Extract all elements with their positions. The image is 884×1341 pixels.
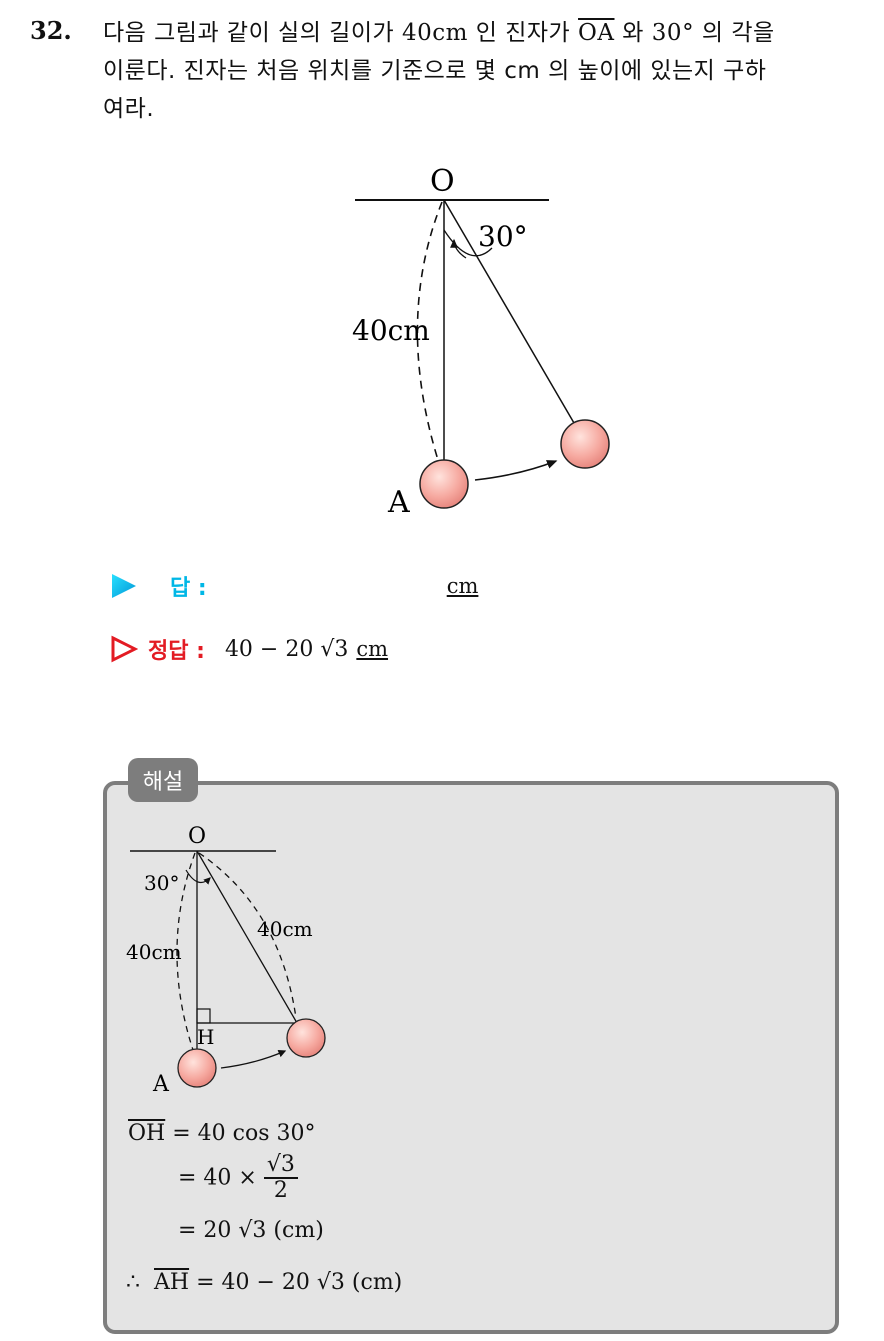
sol-swing-arrow bbox=[220, 1050, 287, 1069]
answer-unit: cm bbox=[446, 574, 479, 598]
sol-dashed-arc-left bbox=[176, 852, 196, 1051]
question-line-1-mid2: 와 bbox=[614, 20, 652, 46]
therefore-symbol: ∴ bbox=[126, 1270, 140, 1295]
question-line-1-mid: 인 진자가 bbox=[467, 20, 579, 46]
sqrt-three: √3 bbox=[320, 636, 349, 662]
fraction-numerator: √3 bbox=[263, 1152, 298, 1180]
segment-ah: AH bbox=[154, 1270, 190, 1295]
sol-string-swung bbox=[196, 850, 298, 1024]
question-line-1-start: 다음 그림과 같이 실의 길이가 bbox=[103, 20, 402, 46]
question-line-1: 다음 그림과 같이 실의 길이가 40cm 인 진자가 OA 와 30° 의 각… bbox=[103, 14, 863, 52]
outline-triangle-icon bbox=[111, 635, 138, 663]
solution-line-2-start: = 40 × bbox=[178, 1165, 264, 1191]
label-o: O bbox=[430, 164, 455, 199]
solution-box bbox=[103, 781, 839, 1334]
question-text: 다음 그림과 같이 실의 길이가 40cm 인 진자가 OA 와 30° 의 각… bbox=[103, 14, 863, 128]
correct-answer-value: 40 − 20 √3 bbox=[225, 637, 348, 662]
pendulum-bob-start bbox=[419, 459, 469, 509]
correct-answer-value-start: 40 − 20 bbox=[224, 636, 321, 662]
pendulum-figure: O 30° 40cm A bbox=[352, 164, 610, 520]
sol-label-h: H bbox=[197, 1025, 214, 1049]
solution-line-1: OH = 40 cos 30° bbox=[128, 1121, 316, 1146]
label-a: A bbox=[387, 485, 410, 520]
solution-line-4-rest: = 40 − 20 √3 (cm) bbox=[189, 1270, 403, 1295]
solution-line-4: ∴ AH = 40 − 20 √3 (cm) bbox=[126, 1270, 402, 1295]
correct-answer-row: 정답 : 40 − 20 √3 cm bbox=[110, 633, 388, 665]
length-label: 40cm bbox=[352, 314, 430, 347]
angle-arrow bbox=[450, 238, 467, 259]
string-length-value: 40cm bbox=[401, 20, 468, 46]
sol-angle-arc bbox=[185, 869, 211, 885]
question-line-1-end: 의 각을 bbox=[694, 20, 775, 46]
angle-value: 30° bbox=[651, 20, 695, 46]
answer-label: 답 : bbox=[170, 576, 207, 601]
string-swung bbox=[443, 199, 575, 424]
solution-line-3: = 20 √3 (cm) bbox=[178, 1218, 324, 1243]
sol-bob-start bbox=[177, 1048, 217, 1088]
sol-right-length: 40cm bbox=[257, 917, 313, 941]
angle-label: 30° bbox=[478, 220, 528, 253]
sol-label-a: A bbox=[152, 1072, 170, 1097]
sol-dashed-arc-right bbox=[198, 852, 297, 1019]
sol-bob-swung bbox=[286, 1018, 326, 1058]
solution-tag: 해설 bbox=[128, 758, 198, 802]
sol-angle-label: 30° bbox=[144, 871, 179, 895]
dashed-length-arc bbox=[416, 201, 443, 461]
segment-oh: OH bbox=[128, 1121, 166, 1146]
solution-figure: O 30° 40cm 40cm H A bbox=[126, 824, 326, 1097]
correct-answer-label: 정답 : bbox=[148, 639, 205, 664]
angle-arc bbox=[443, 229, 493, 257]
play-triangle-icon bbox=[112, 574, 136, 598]
fraction-denominator: 2 bbox=[273, 1178, 288, 1204]
answer-row: 답 : cm bbox=[110, 570, 478, 602]
correct-answer-unit: cm bbox=[356, 637, 389, 661]
solution-line-1-rest: = 40 cos 30° bbox=[165, 1121, 316, 1146]
question-number: 32. bbox=[30, 16, 72, 45]
sol-label-o: O bbox=[188, 824, 206, 849]
question-line-2: 이룬다. 진자는 처음 위치를 기준으로 몇 cm 의 높이에 있는지 구하 bbox=[103, 58, 767, 84]
swing-arrow bbox=[474, 460, 558, 481]
segment-oa: OA bbox=[578, 20, 615, 46]
answer-blank[interactable] bbox=[207, 574, 447, 598]
question-line-3: 여라. bbox=[103, 96, 155, 122]
pendulum-bob-swung bbox=[560, 419, 610, 469]
right-angle-mark bbox=[196, 1008, 211, 1024]
sol-left-length: 40cm bbox=[126, 940, 182, 964]
